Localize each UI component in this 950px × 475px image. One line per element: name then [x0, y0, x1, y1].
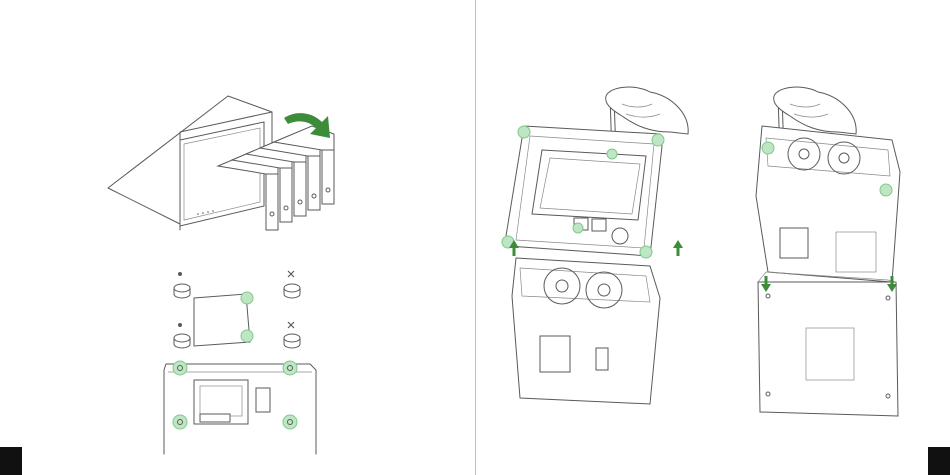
screw-highlight	[241, 292, 253, 304]
rubber-foot-icon	[284, 284, 300, 298]
left-page	[0, 0, 476, 475]
screw-highlight	[640, 246, 652, 258]
bottom-panel-illustration	[160, 264, 330, 459]
arrow-up-icon	[673, 240, 683, 256]
screw-highlight	[762, 142, 774, 154]
chassis-lift-illustration	[746, 86, 926, 416]
rubber-foot-icon	[284, 334, 300, 348]
page-tab-right	[928, 447, 950, 475]
foot-highlight	[283, 415, 297, 429]
top-cover-removal-illustration	[500, 86, 720, 406]
foot-highlight	[173, 415, 187, 429]
rubber-foot-icon	[174, 284, 190, 298]
screw-highlight	[241, 330, 253, 342]
screw-highlight	[880, 184, 892, 196]
screw-highlight	[652, 134, 664, 146]
page-tab-left	[0, 447, 22, 475]
right-page	[476, 0, 950, 475]
foot-highlight	[283, 361, 297, 375]
screw-highlight	[573, 223, 583, 233]
screw-icon	[178, 272, 182, 276]
screw-icon	[288, 322, 294, 328]
rubber-foot-icon	[174, 334, 190, 348]
screw-highlight	[607, 149, 617, 159]
drive-bay-illustration	[100, 88, 360, 238]
foot-highlight	[173, 361, 187, 375]
screw-icon	[288, 271, 294, 277]
screw-highlight	[518, 126, 530, 138]
screw-icon	[178, 323, 182, 327]
